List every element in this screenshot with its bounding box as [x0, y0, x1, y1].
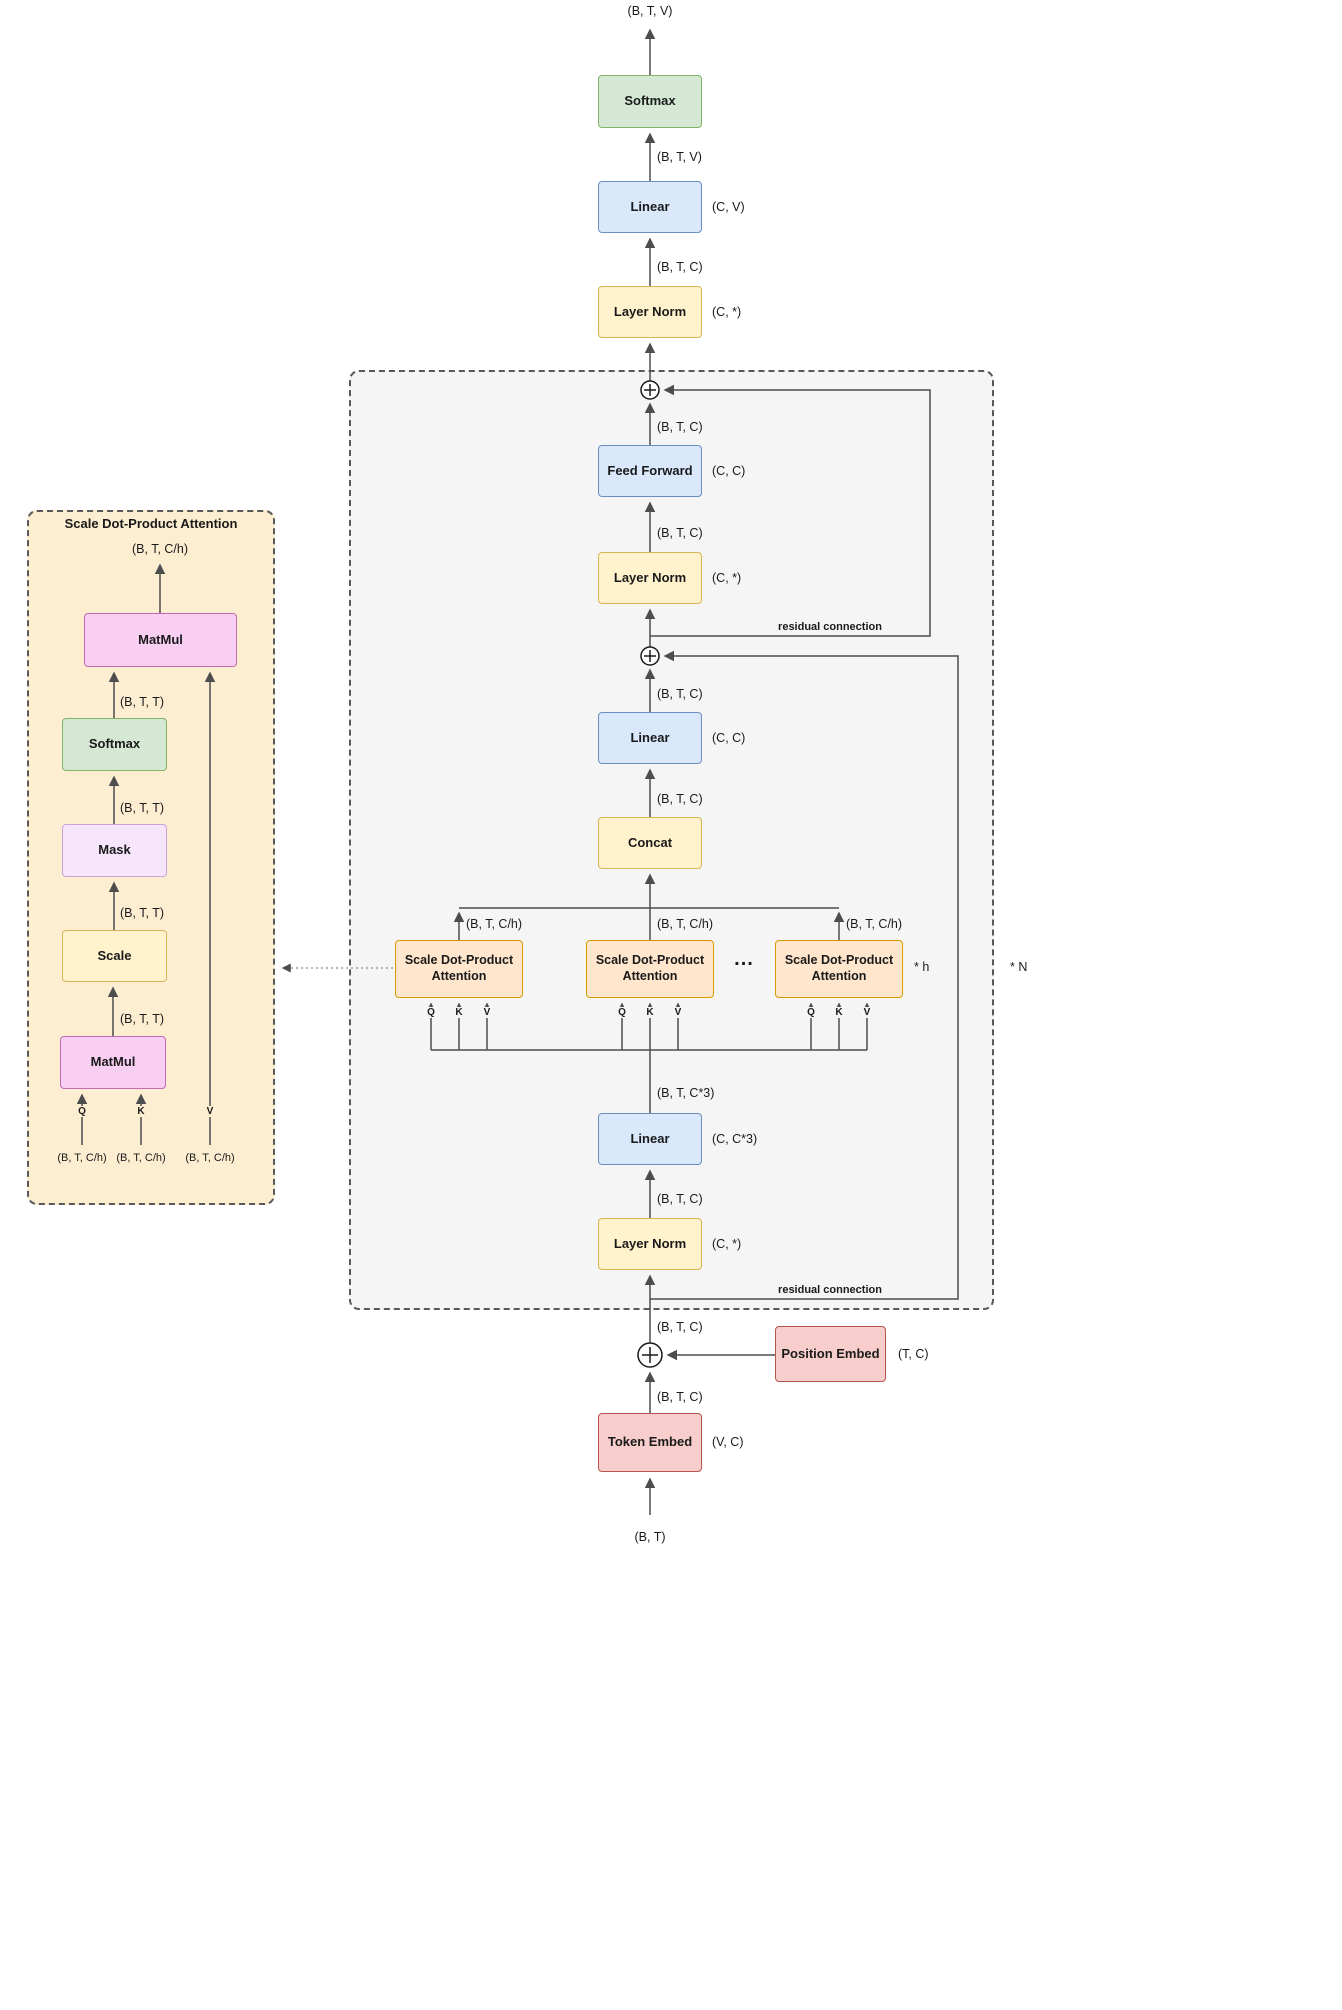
projection-linear-block: Linear — [598, 712, 702, 764]
position-embed-block: Position Embed — [775, 1326, 886, 1382]
softmax-output-block: Softmax — [598, 75, 702, 128]
head1-q-label: Q — [425, 1007, 437, 1018]
softmax-input-shape-label: (B, T, V) — [657, 150, 702, 164]
attention-head-n-block: Scale Dot-Product Attention — [775, 940, 903, 998]
concat-block: Concat — [598, 817, 702, 869]
attention-head-1-block: Scale Dot-Product Attention — [395, 940, 523, 998]
block-input-shape-label: (B, T, C) — [657, 1320, 703, 1334]
head2-v-label: V — [672, 1007, 684, 1018]
detail-v-label: V — [204, 1106, 216, 1117]
feed-forward-block: Feed Forward — [598, 445, 702, 497]
ff-input-shape-label: (B, T, C) — [657, 526, 703, 540]
head-linear-input-shape-label: (B, T, C) — [657, 260, 703, 274]
add-node-embed — [637, 1342, 663, 1368]
qkv-shape-label: (B, T, C*3) — [657, 1086, 715, 1100]
qkv-linear-weight-label: (C, C*3) — [712, 1132, 758, 1146]
norm1-weight-label: (C, *) — [712, 1237, 742, 1251]
head2-k-label: K — [644, 1007, 656, 1018]
residual-connection-lower-label: residual connection — [778, 1284, 882, 1296]
ff-output-shape-label: (B, T, C) — [657, 420, 703, 434]
pos-embed-weight-label: (T, C) — [898, 1347, 929, 1361]
heads-repeat-label: * h — [914, 960, 930, 974]
detail-output-shape-label: (B, T, C/h) — [131, 542, 189, 556]
detail-scale-block: Scale — [62, 930, 167, 982]
detail-mask-out-label: (B, T, T) — [120, 801, 164, 815]
detail-matmul-1-block: MatMul — [60, 1036, 166, 1089]
head1-k-label: K — [453, 1007, 465, 1018]
detail-q-label: Q — [76, 1106, 88, 1117]
qkv-linear-input-shape-label: (B, T, C) — [657, 1192, 703, 1206]
norm2-weight-label: (C, *) — [712, 571, 742, 585]
proj-output-shape-label: (B, T, C) — [657, 687, 703, 701]
qkv-linear-block: Linear — [598, 1113, 702, 1165]
final-norm-weight-label: (C, *) — [712, 305, 742, 319]
ff-weight-label: (C, C) — [712, 464, 746, 478]
residual-connection-upper-label: residual connection — [778, 621, 882, 633]
head3-q-label: Q — [805, 1007, 817, 1018]
block-repeat-label: * N — [1010, 960, 1028, 974]
token-embed-block: Token Embed — [598, 1413, 702, 1472]
detail-title: Scale Dot-Product Attention — [64, 516, 238, 531]
layer-norm-2-block: Layer Norm — [598, 552, 702, 604]
token-embed-weight-label: (V, C) — [712, 1435, 744, 1449]
head3-v-label: V — [861, 1007, 873, 1018]
detail-q-shape-label: (B, T, C/h) — [57, 1152, 107, 1164]
layer-norm-1-block: Layer Norm — [598, 1218, 702, 1270]
detail-softmax-out-label: (B, T, T) — [120, 695, 164, 709]
detail-k-label: K — [135, 1106, 147, 1117]
sum-input-shape-label: (B, T, C) — [657, 1390, 703, 1404]
final-output-shape-label: (B, T, V) — [627, 4, 673, 18]
detail-softmax-block: Softmax — [62, 718, 167, 771]
detail-matmul-2-block: MatMul — [84, 613, 237, 667]
head1-output-shape-label: (B, T, C/h) — [466, 917, 523, 931]
detail-mask-block: Mask — [62, 824, 167, 877]
head3-output-shape-label: (B, T, C/h) — [846, 917, 903, 931]
detail-v-shape-label: (B, T, C/h) — [185, 1152, 235, 1164]
attention-head-2-block: Scale Dot-Product Attention — [586, 940, 714, 998]
head-linear-weight-label: (C, V) — [712, 200, 745, 214]
head1-v-label: V — [481, 1007, 493, 1018]
proj-weight-label: (C, C) — [712, 731, 746, 745]
model-input-shape-label: (B, T) — [634, 1530, 666, 1544]
final-layer-norm-block: Layer Norm — [598, 286, 702, 338]
head2-q-label: Q — [616, 1007, 628, 1018]
head2-output-shape-label: (B, T, C/h) — [657, 917, 714, 931]
concat-output-shape-label: (B, T, C) — [657, 792, 703, 806]
detail-matmul1-out-label: (B, T, T) — [120, 1012, 164, 1026]
head3-k-label: K — [833, 1007, 845, 1018]
head-linear-block: Linear — [598, 181, 702, 233]
detail-scale-out-label: (B, T, T) — [120, 906, 164, 920]
detail-k-shape-label: (B, T, C/h) — [116, 1152, 166, 1164]
heads-ellipsis-label: ... — [734, 948, 754, 970]
